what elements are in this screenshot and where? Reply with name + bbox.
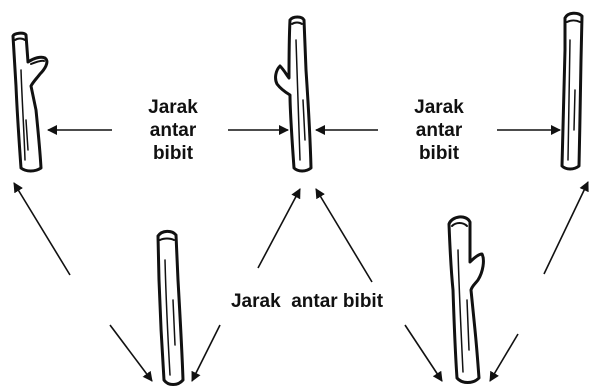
- cutting-stake-top-right: [562, 13, 582, 169]
- spacing-arrows-diagonal: [14, 182, 588, 381]
- arrow-up-to-stake2-left: [258, 189, 300, 268]
- spacing-label-bottom-text: Jarak antar bibit: [212, 290, 402, 313]
- arrow-down-to-stake5-left: [405, 325, 442, 381]
- spacing-label-left: Jarak antar bibit: [128, 96, 218, 165]
- spacing-label-right: Jarak antar bibit: [394, 96, 484, 165]
- arrow-up-to-stake3: [544, 182, 588, 274]
- spacing-label-left-line2: antar: [128, 119, 218, 142]
- spacing-label-right-line2: antar: [394, 119, 484, 142]
- cutting-stake-top-left: [13, 33, 47, 171]
- spacing-label-left-line3: bibit: [128, 142, 218, 165]
- spacing-label-left-line1: Jarak: [128, 96, 218, 119]
- spacing-label-right-line1: Jarak: [394, 96, 484, 119]
- cutting-stake-bottom-right: [449, 217, 483, 383]
- cutting-stake-top-center: [276, 17, 311, 171]
- arrow-down-to-stake4-right: [192, 325, 220, 381]
- arrow-up-to-stake2-right: [316, 189, 372, 282]
- spacing-label-right-line3: bibit: [394, 142, 484, 165]
- arrow-up-to-stake1: [14, 183, 70, 275]
- arrow-down-to-stake5-right: [490, 334, 518, 381]
- cutting-stake-bottom-left: [158, 231, 183, 384]
- spacing-label-bottom: Jarak antar bibit: [212, 290, 402, 313]
- arrow-down-to-stake4-left: [110, 325, 152, 381]
